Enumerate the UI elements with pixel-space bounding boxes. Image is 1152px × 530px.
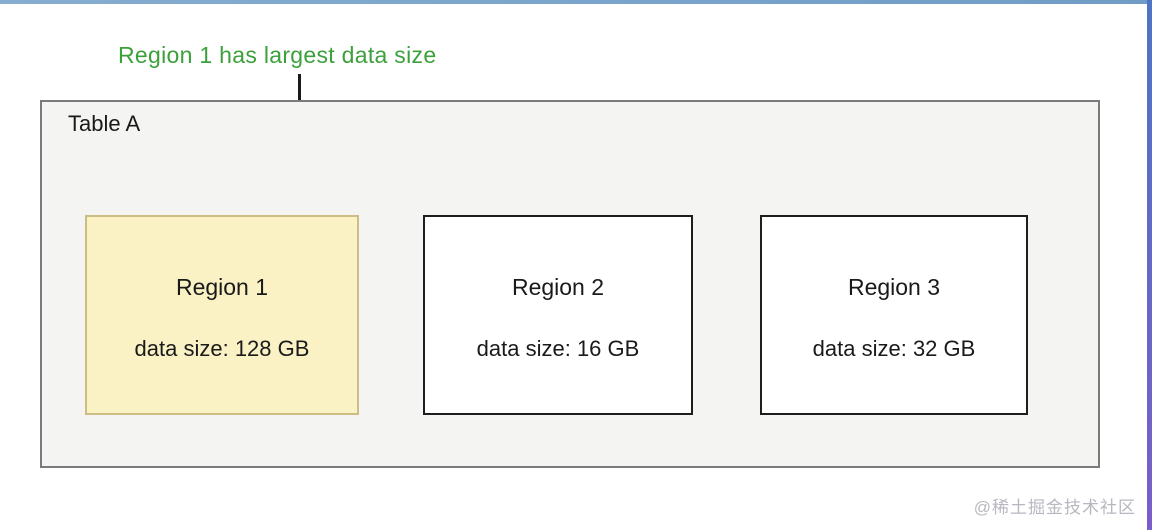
region-2-data-size: data size: 16 GB [476,336,640,361]
region-1-data-size: data size: 128 GB [134,336,310,361]
region-3-data-size: data size: 32 GB [812,336,976,361]
top-edge-bar [0,0,1152,4]
region-3-name: Region 3 [847,274,941,300]
watermark-text: @稀土掘金技术社区 [973,498,1136,517]
region-2-box: Region 2 data size: 16 GB [423,215,693,415]
region-3-box: Region 3 data size: 32 GB [760,215,1028,415]
region-1-name: Region 1 [175,274,269,300]
table-label: Table A [68,111,141,136]
right-edge-bar [1147,0,1152,530]
region-2-name: Region 2 [511,274,605,300]
region-1-box: Region 1 data size: 128 GB [85,215,359,415]
annotation-text: Region 1 has largest data size [118,42,437,68]
